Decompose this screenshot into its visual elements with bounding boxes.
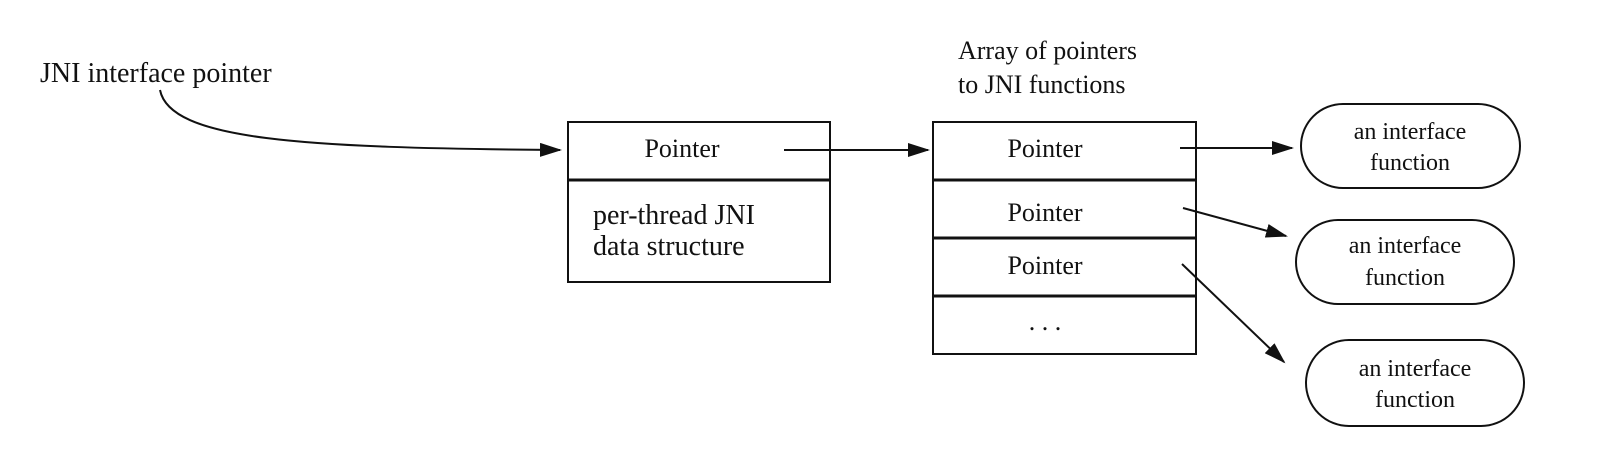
interface-function-2-outline [1295,219,1515,305]
interface-function-2: an interface function [1295,219,1515,305]
jni-interface-pointer-label: JNI interface pointer [40,58,272,89]
row2-to-function2-arrow [1182,207,1288,238]
interface-function-3: an interface function [1305,339,1525,427]
interface-function-2-line1: an interface [1349,233,1462,259]
function-table: Pointer Pointer Pointer . . . [932,121,1197,355]
function-table-ellipsis: . . . [1029,307,1062,336]
function-table-row-3: Pointer [1007,251,1082,280]
jni-pointer-arrow [159,89,562,157]
interface-function-3-line1: an interface [1359,356,1472,382]
interface-function-1-outline [1300,103,1521,189]
interface-function-1-line2: function [1370,150,1450,176]
per-thread-pointer-cell: Pointer [644,134,719,163]
function-table-row-1: Pointer [1007,134,1082,163]
per-thread-description-line1: per-thread JNI [593,200,755,231]
interface-function-1: an interface function [1300,103,1521,189]
function-table-row-2: Pointer [1007,198,1082,227]
interface-function-2-line2: function [1365,265,1445,291]
per-thread-block-outline [567,121,831,283]
function-table-caption-line2: to JNI functions [958,70,1126,99]
interface-function-1-line1: an interface [1354,119,1467,145]
per-thread-description-line2: data structure [593,231,745,262]
row3-to-function3-arrow [1181,263,1286,364]
per-thread-block: Pointer per-thread JNI data structure [567,121,831,283]
interface-function-3-outline [1305,339,1525,427]
interface-function-3-line2: function [1375,387,1455,413]
function-table-caption-line1: Array of pointers [958,36,1137,65]
